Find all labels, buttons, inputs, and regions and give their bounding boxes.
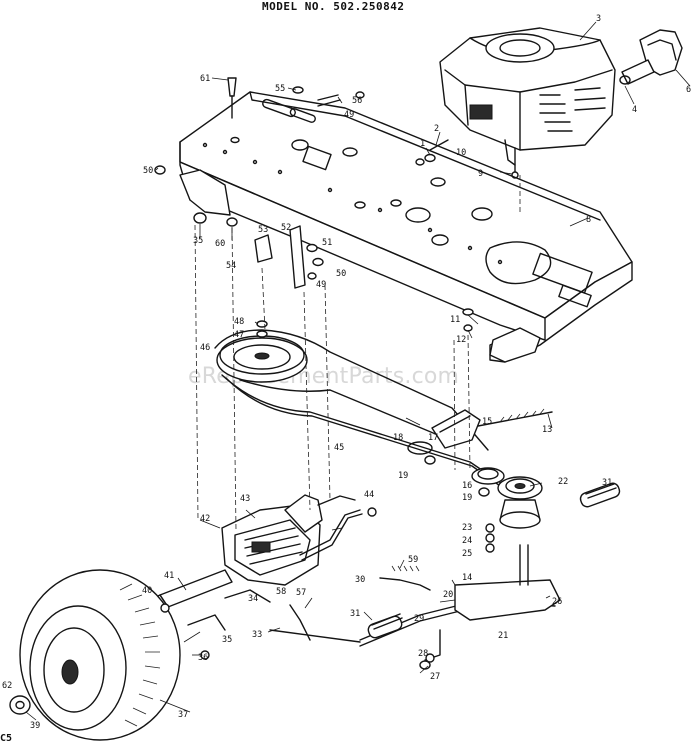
callout-18: 18 (393, 433, 403, 443)
callout-62: 62 (2, 681, 12, 691)
callout-37: 37 (178, 710, 188, 720)
callout-44: 44 (364, 490, 374, 500)
leader-lines (25, 21, 691, 721)
callout-2: 2 (434, 124, 439, 134)
callout-13: 13 (542, 425, 552, 435)
callout-49-mid: 49 (316, 280, 326, 290)
callout-15: 15 (482, 417, 492, 427)
callout-10: 10 (456, 148, 466, 158)
callout-41: 41 (164, 571, 174, 581)
callout-labels: 3 6 4 61 55 56 49 2 1 10 9 8 50 35 60 53… (2, 14, 691, 731)
callout-12: 12 (456, 335, 466, 345)
callout-59: 59 (408, 555, 418, 565)
callout-8: 8 (586, 215, 591, 225)
callout-11: 11 (450, 315, 460, 325)
callout-54: 54 (226, 261, 236, 271)
callout-49-top: 49 (344, 110, 354, 120)
callout-56: 56 (352, 96, 362, 106)
callout-50-top: 50 (143, 166, 153, 176)
main-pulley (216, 335, 308, 383)
callout-36: 36 (198, 653, 208, 663)
callout-42: 42 (200, 514, 210, 524)
callout-27: 27 (430, 672, 440, 682)
callout-52: 52 (281, 223, 291, 233)
callout-50-mid: 50 (336, 269, 346, 279)
callout-34: 34 (248, 594, 258, 604)
callout-22: 22 (558, 477, 568, 487)
callout-31-right: 31 (602, 478, 612, 488)
corner-label: C5 (0, 733, 13, 744)
callout-31-left: 31 (350, 609, 360, 619)
callout-28: 28 (418, 649, 428, 659)
callout-6: 6 (686, 85, 691, 95)
callout-21: 21 (498, 631, 508, 641)
chassis-frame (179, 91, 633, 363)
callout-53: 53 (258, 225, 268, 235)
callout-25: 25 (462, 549, 472, 559)
callout-61: 61 (200, 74, 210, 84)
hardware (154, 77, 490, 670)
callout-58: 58 (276, 587, 286, 597)
transaxle (149, 494, 363, 613)
callout-19-right: 19 (462, 493, 472, 503)
rear-wheel (9, 569, 181, 741)
callout-23: 23 (462, 523, 472, 533)
callout-47: 47 (234, 330, 244, 340)
idler-bracket (431, 408, 553, 449)
callout-35-top: 35 (193, 236, 203, 246)
callout-55: 55 (275, 84, 285, 94)
callout-24: 24 (462, 536, 472, 546)
callout-33: 33 (252, 630, 262, 640)
callout-40: 40 (142, 586, 152, 596)
callout-30: 30 (355, 575, 365, 585)
callout-48: 48 (234, 317, 244, 327)
callout-9: 9 (478, 169, 483, 179)
linkage (160, 482, 621, 663)
callout-45: 45 (334, 443, 344, 453)
callout-39: 39 (30, 721, 40, 731)
callout-26: 26 (552, 597, 562, 607)
model-title: MODEL NO. 502.250842 (262, 0, 405, 13)
callout-57: 57 (296, 588, 306, 598)
callout-14: 14 (462, 573, 472, 583)
callout-17: 17 (428, 433, 438, 443)
callout-29: 29 (414, 614, 424, 624)
callout-43: 43 (240, 494, 250, 504)
callout-46: 46 (200, 343, 210, 353)
idler-pulleys (407, 441, 543, 529)
callout-3: 3 (596, 14, 601, 24)
callout-4: 4 (632, 105, 637, 115)
callout-51: 51 (322, 238, 332, 248)
callout-19-left: 19 (398, 471, 408, 481)
callout-20: 20 (443, 590, 453, 600)
callout-16: 16 (462, 481, 472, 491)
callout-60: 60 (215, 239, 225, 249)
callout-1: 1 (420, 139, 425, 149)
engine (439, 27, 683, 179)
drive-belt (214, 329, 521, 501)
callout-35-bottom: 35 (222, 635, 232, 645)
assembly-guides (194, 175, 521, 531)
